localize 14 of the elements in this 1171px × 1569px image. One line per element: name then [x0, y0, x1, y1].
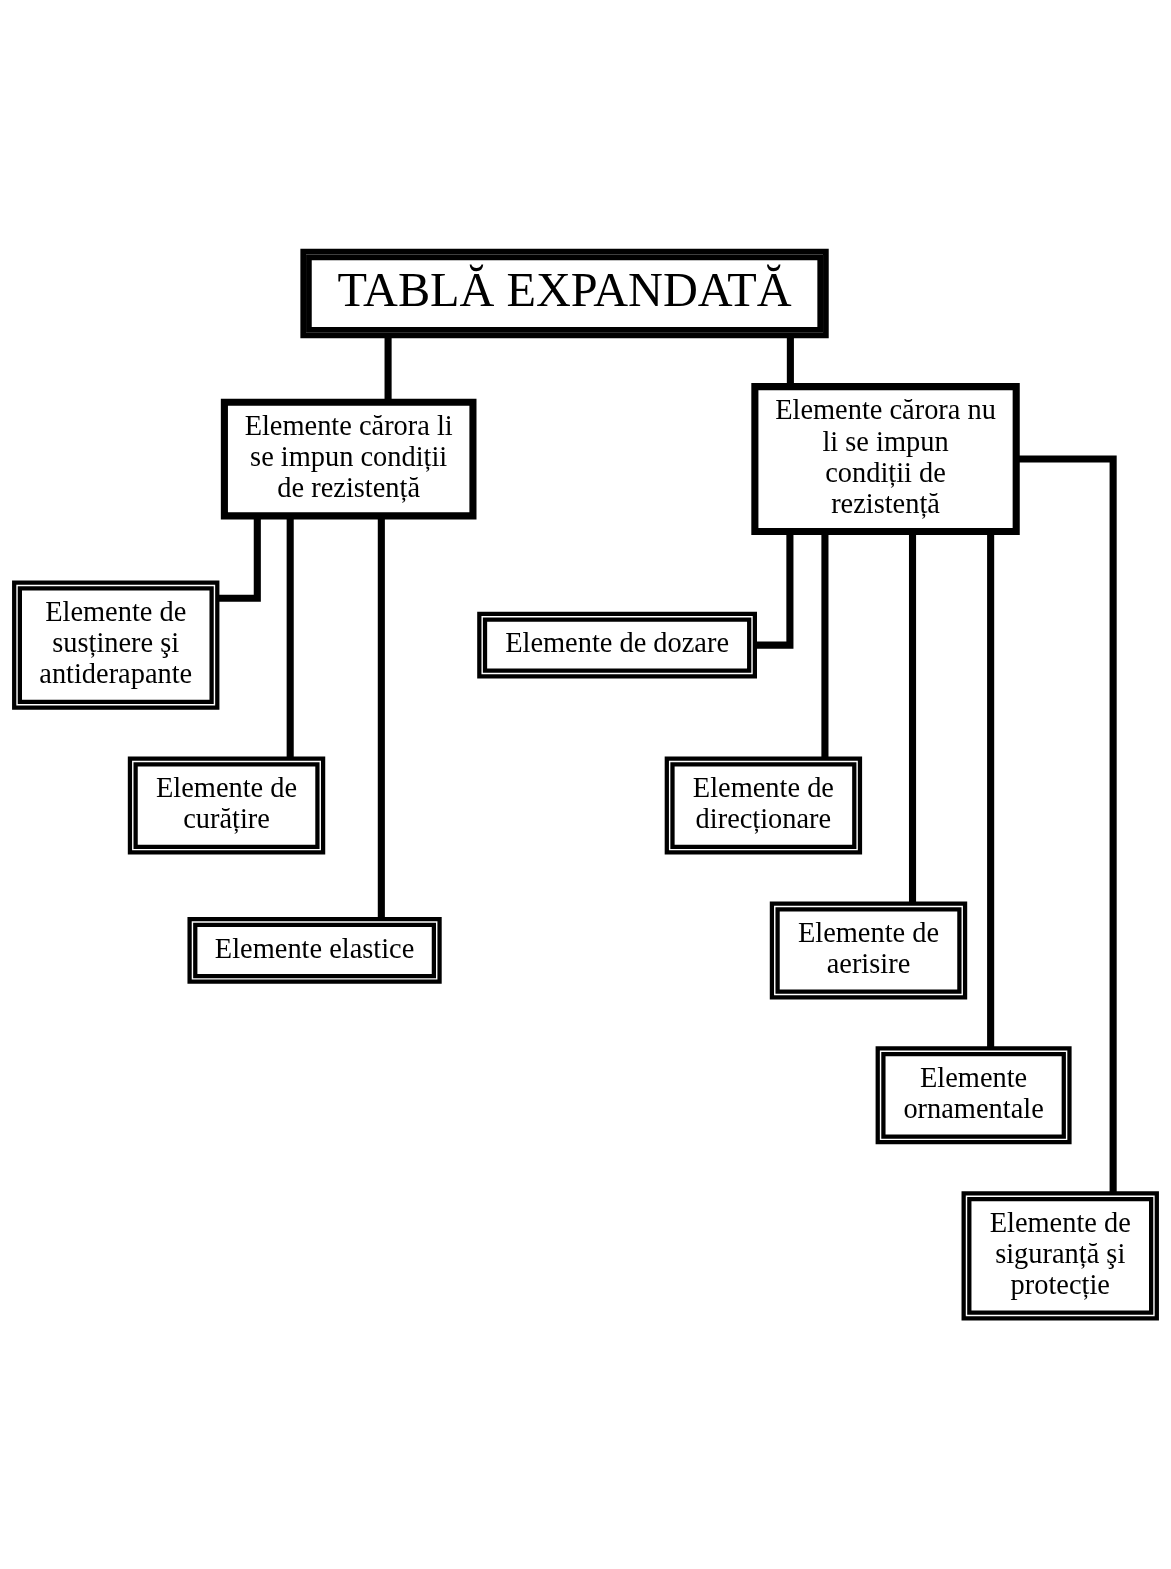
connector [1016, 455, 1117, 1193]
node-box: Elemente de siguranță şi protecție [961, 1190, 1159, 1320]
connector [786, 335, 794, 386]
node-box: Elemente elastice [187, 916, 442, 984]
connector [384, 335, 392, 402]
node-box: Elemente de dozare [477, 611, 757, 678]
node-box: Elemente de direcționare [664, 756, 863, 855]
node-box: Elemente de susținere şi antiderapante [12, 580, 220, 710]
node-box: Elemente cărora li se impun condiții de rezistență [220, 398, 477, 519]
node-box: Elemente ornamentale [875, 1045, 1072, 1144]
node-box: TABLĂ EXPANDATĂ [300, 248, 829, 338]
node-box: Elemente de curățire [127, 756, 326, 855]
node-box: Elemente cărora nu li se impun condiții de rezistență [751, 382, 1020, 535]
node-box: Elemente de aerisire [769, 900, 968, 999]
